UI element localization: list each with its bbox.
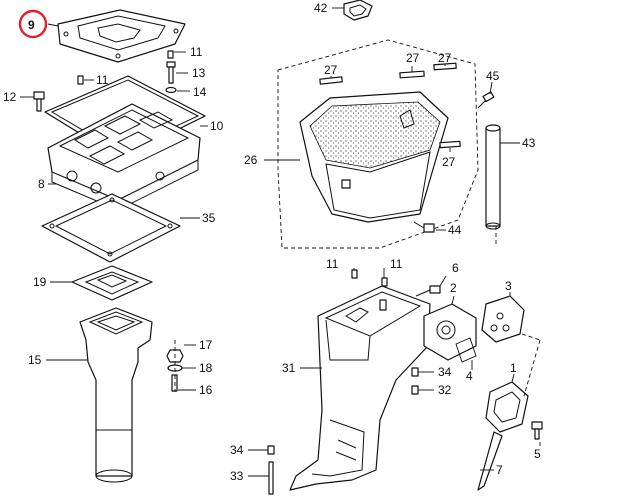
part-34-screw-lower bbox=[267, 445, 275, 455]
callout-19: 19 bbox=[33, 275, 47, 289]
part-5-bolt bbox=[531, 421, 543, 440]
callout-11-c: 11 bbox=[326, 257, 339, 271]
callout-27-d: 27 bbox=[442, 155, 456, 169]
part-34-screw-upper bbox=[411, 367, 419, 377]
part-7-probe bbox=[477, 431, 503, 491]
callout-11-d: 11 bbox=[390, 257, 403, 271]
part-11-pin-left bbox=[77, 75, 84, 85]
part-3-cover-plate bbox=[481, 295, 525, 343]
part-15-exhaust-pipe bbox=[79, 307, 153, 483]
callout-44: 44 bbox=[448, 223, 462, 237]
callout-43: 43 bbox=[522, 136, 536, 150]
part-11-pin-upper bbox=[167, 50, 174, 59]
part-31-lower-housing bbox=[289, 285, 431, 491]
part-2-water-pump bbox=[423, 303, 477, 361]
part-9-top-plate bbox=[57, 9, 186, 63]
part-27-clip-d bbox=[439, 140, 461, 149]
part-6-screw bbox=[415, 285, 441, 297]
callout-1: 1 bbox=[510, 361, 517, 375]
leader-lines bbox=[20, 7, 541, 477]
callout-34-a: 34 bbox=[438, 365, 452, 379]
part-16-stud bbox=[171, 374, 178, 392]
callout-11-a: 11 bbox=[190, 45, 203, 59]
callout-5: 5 bbox=[534, 447, 541, 461]
callout-15: 15 bbox=[28, 353, 42, 367]
part-11-pin-lower-a bbox=[351, 269, 358, 279]
callout-7: 7 bbox=[496, 463, 503, 477]
callout-35: 35 bbox=[202, 211, 216, 225]
part-27-clip-b bbox=[399, 70, 425, 79]
highlight-circle bbox=[18, 9, 48, 39]
part-1-pickup-plate bbox=[485, 381, 529, 433]
callout-2: 2 bbox=[450, 281, 457, 295]
callout-6: 6 bbox=[452, 261, 459, 275]
callout-27-b: 27 bbox=[406, 51, 420, 65]
part-4-bracket bbox=[455, 337, 477, 363]
callout-32: 32 bbox=[438, 383, 452, 397]
part-12-bolt bbox=[33, 91, 45, 112]
callout-26: 26 bbox=[244, 153, 258, 167]
callout-27-a: 27 bbox=[324, 63, 338, 77]
part-42-grommet bbox=[343, 0, 373, 21]
part-45-screw bbox=[477, 91, 495, 109]
part-44-screw bbox=[413, 221, 435, 233]
callout-3: 3 bbox=[505, 279, 512, 293]
callout-18: 18 bbox=[199, 361, 213, 375]
cover-boundary-dashed bbox=[277, 39, 479, 249]
part-35-gasket bbox=[41, 193, 181, 263]
callout-33: 33 bbox=[230, 469, 244, 483]
part-33-stud bbox=[268, 461, 274, 495]
callout-12: 12 bbox=[3, 90, 17, 104]
part-8-housing bbox=[47, 103, 201, 211]
callout-42: 42 bbox=[314, 1, 328, 15]
callout-labels: 9 11 11 12 13 14 10 8 35 19 15 17 18 16 … bbox=[3, 1, 541, 483]
part-26-cover bbox=[299, 91, 449, 223]
part-13-bolt bbox=[166, 61, 176, 84]
callout-8: 8 bbox=[38, 177, 45, 191]
callout-10: 10 bbox=[210, 119, 224, 133]
callout-45: 45 bbox=[486, 69, 500, 83]
callout-27-c: 27 bbox=[438, 51, 452, 65]
part-32-screw bbox=[411, 385, 419, 395]
callout-34-b: 34 bbox=[230, 443, 244, 457]
callout-4: 4 bbox=[466, 369, 473, 383]
part-43-tube bbox=[485, 124, 501, 230]
callout-9: 9 bbox=[28, 18, 35, 32]
callout-11-b: 11 bbox=[96, 73, 109, 87]
callout-13: 13 bbox=[192, 66, 206, 80]
part-14-washer bbox=[165, 86, 177, 94]
callout-17: 17 bbox=[199, 338, 213, 352]
part-19-plate bbox=[71, 265, 153, 301]
callout-14: 14 bbox=[193, 85, 207, 99]
part-27-clip-a bbox=[319, 76, 343, 85]
callout-31: 31 bbox=[282, 361, 296, 375]
part-11-pin-lower-b bbox=[381, 277, 388, 287]
callout-16: 16 bbox=[199, 383, 213, 397]
